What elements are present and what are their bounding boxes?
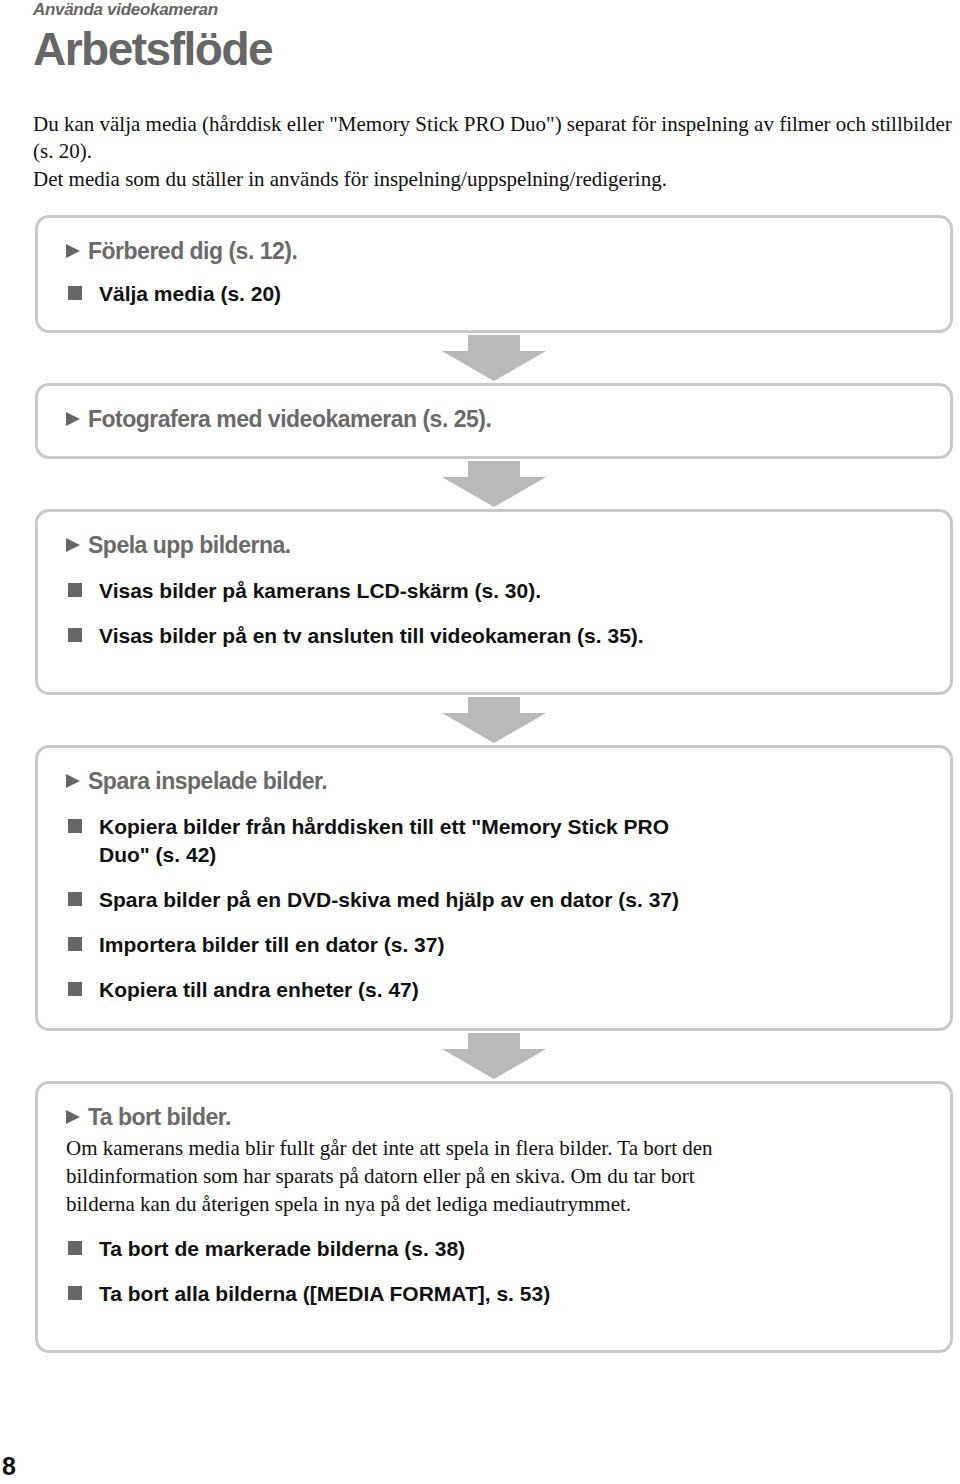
intro-text: Det media som du ställer in används för … [33,166,953,193]
section-header: Använda videokameran [33,0,633,20]
bullet-item: Kopiera bilder från hårddisken till ett … [66,813,706,869]
process-box: Fotografera med videokameran (s. 25). [35,383,953,459]
page-title: Arbetsflöde [33,22,272,76]
flow-arrow [442,461,546,507]
intro-text: Du kan välja media (hårddisk eller "Memo… [33,111,953,165]
step-heading: Spela upp bilderna. [66,530,755,560]
arrow-shape [442,1033,546,1079]
process-box: Spara inspelade bilder. Kopiera bilder fr… [35,745,953,1031]
arrow-shape [442,697,546,743]
flow-arrow [442,335,546,381]
bullet-item: Kopiera till andra enheter (s. 47) [66,976,706,1004]
bullet-item: Importera bilder till en dator (s. 37) [66,931,706,959]
arrow-shape [442,335,546,381]
flow-arrow [442,697,546,743]
process-box: Spela upp bilderna. Visas bilder på kamer… [35,509,953,695]
arrow-shape [442,461,546,507]
step-note: Om kamerans media blir fullt går det int… [66,1134,726,1218]
step-heading: Ta bort bilder. [66,1102,715,1132]
step-heading: Fotografera med videokameran (s. 25). [66,404,915,434]
bullet-item: Visas bilder på kamerans LCD-skärm (s. 3… [66,577,766,605]
process-box: Förbered dig (s. 12). Välja media (s. 20) [35,215,953,333]
bullet-item: Ta bort de markerade bilderna (s. 38) [66,1235,726,1263]
step-heading: Spara inspelade bilder. [66,766,695,796]
process-box: Ta bort bilder.Om kamerans media blir fu… [35,1081,953,1353]
page-number: 8 [2,1452,42,1481]
bullet-item: Spara bilder på en DVD-skiva med hjälp a… [66,886,706,914]
bullet-item: Välja media (s. 20) [66,280,926,308]
bullet-item: Visas bilder på en tv ansluten till vide… [66,622,766,650]
step-heading: Förbered dig (s. 12). [66,236,915,266]
bullet-item: Ta bort alla bilderna ([MEDIA FORMAT], s… [66,1280,726,1308]
flow-arrow [442,1033,546,1079]
